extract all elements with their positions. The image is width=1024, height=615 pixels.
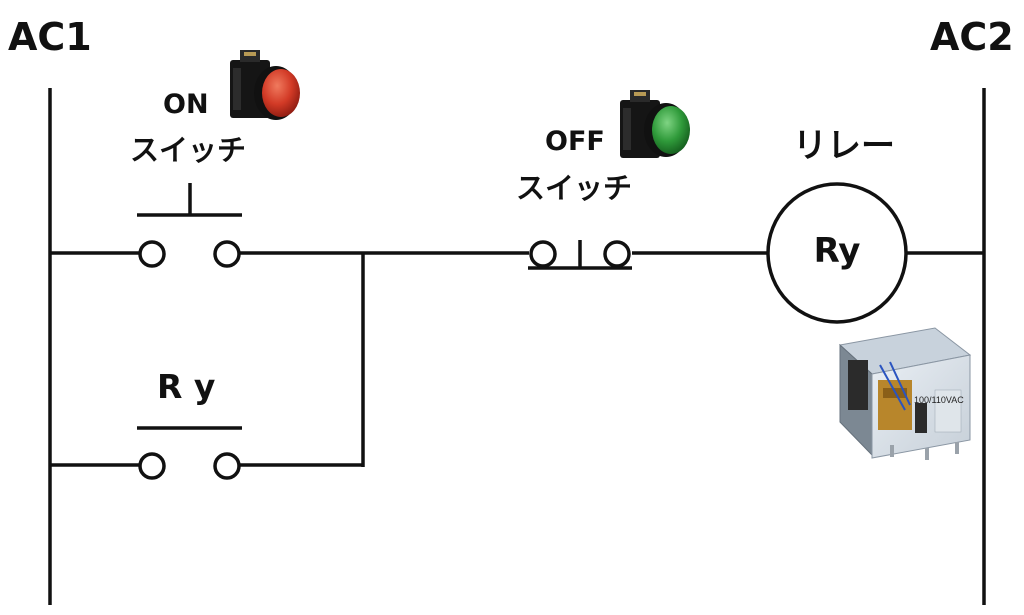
relay-module-illustration: 100/110VAC (838, 327, 972, 460)
holding-contact-label: R y (157, 367, 215, 406)
relay-module-print: 100/110VAC (914, 395, 964, 405)
relay-title: リレー (793, 126, 895, 166)
holding-contact-terminal-left (138, 452, 166, 480)
relay-coil-label: Ry (814, 231, 861, 271)
holding-rung-wires (50, 253, 365, 467)
rail-label-ac2: AC2 (930, 15, 1014, 59)
on-switch-terminal-left (138, 240, 166, 268)
holding-contact-terminal-right (213, 452, 241, 480)
off-switch-label: OFF (545, 126, 605, 157)
holding-contact-symbol (137, 426, 242, 480)
on-switch-label: ON (163, 89, 209, 120)
rail-label-ac1: AC1 (8, 15, 92, 59)
on-switch-symbol (137, 183, 242, 268)
off-switch-caption: スイッチ (516, 171, 632, 205)
off-switch-terminal-right (603, 240, 631, 268)
relay-coil-symbol (766, 182, 908, 324)
on-switch-terminal-right (213, 240, 241, 268)
off-switch-terminal-left (529, 240, 557, 268)
red-pushbutton-illustration (230, 50, 300, 120)
green-pushbutton-illustration (620, 90, 690, 158)
on-switch-caption: スイッチ (130, 133, 246, 167)
off-switch-symbol (528, 240, 632, 270)
